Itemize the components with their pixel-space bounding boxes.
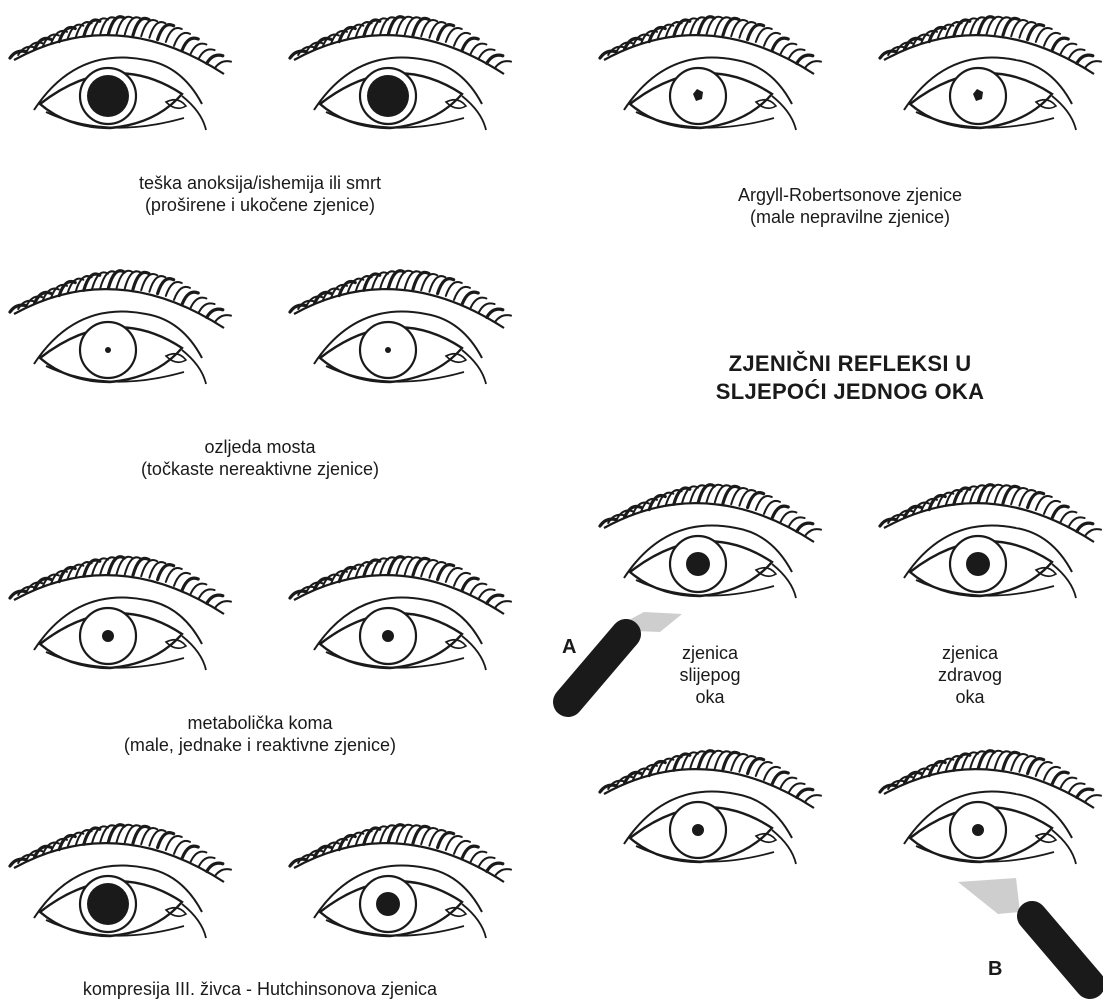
- right-eye: [286, 816, 511, 951]
- reflex-title: ZJENIČNI REFLEKSI U SLJEPOĆI JEDNOG OKA: [590, 350, 1103, 406]
- right-eye: [286, 262, 511, 397]
- eyebrow-icon: [600, 17, 821, 74]
- eyebrow-icon: [10, 825, 231, 882]
- pupil: [87, 75, 129, 117]
- eyebrow-icon: [290, 271, 511, 328]
- caption-line2: (male, jednake i reaktivne zjenice): [0, 734, 520, 756]
- title-line1: ZJENIČNI REFLEKSI U: [590, 350, 1103, 378]
- eyebrow-icon: [880, 751, 1101, 808]
- eyebrow-icon: [600, 751, 821, 808]
- pupil: [87, 883, 129, 925]
- pupil: [367, 75, 409, 117]
- left-eye: [6, 816, 231, 951]
- left-eye: [596, 8, 821, 143]
- blind-eye: [596, 742, 821, 877]
- caption-hutchinson: kompresija III. živca - Hutchinsonova zj…: [0, 978, 520, 1000]
- caption-argyll: Argyll-Robertsonove zjenice (male neprav…: [590, 184, 1103, 228]
- caption-line1: zjenica: [910, 642, 1030, 664]
- pupil: [972, 824, 984, 836]
- left-eye: [6, 8, 231, 143]
- caption-line1: teška anoksija/ishemija ili smrt: [0, 172, 520, 194]
- eyebrow-icon: [290, 557, 511, 614]
- left-eye: [6, 548, 231, 683]
- eyebrow-icon: [290, 825, 511, 882]
- eyebrow-icon: [600, 485, 821, 542]
- eyebrow-icon: [10, 557, 231, 614]
- eyebrow-icon: [10, 17, 231, 74]
- caption-line2: (proširene i ukočene zjenice): [0, 194, 520, 216]
- caption-pons: ozljeda mosta (točkaste nereaktivne zjen…: [0, 436, 520, 480]
- caption-line2: zdravog: [910, 664, 1030, 686]
- flashlight-b-icon: [950, 876, 1103, 1005]
- eyebrow-icon: [10, 271, 231, 328]
- caption-line3: oka: [910, 686, 1030, 708]
- pupil: [102, 630, 114, 642]
- caption-line1: kompresija III. živca - Hutchinsonova zj…: [0, 978, 520, 1000]
- label-b: B: [988, 958, 1002, 981]
- caption-line1: Argyll-Robertsonove zjenice: [590, 184, 1103, 206]
- blind-eye: [596, 476, 821, 611]
- pupil: [382, 630, 394, 642]
- pupil: [966, 552, 990, 576]
- pupil: [105, 347, 111, 353]
- caption-line2: (točkaste nereaktivne zjenice): [0, 458, 520, 480]
- healthy-eye: [876, 742, 1101, 877]
- eyebrow-icon: [290, 17, 511, 74]
- caption-line1: zjenica: [650, 642, 770, 664]
- eyebrow-icon: [880, 485, 1101, 542]
- caption-line1: metabolička koma: [0, 712, 520, 734]
- right-eye: [876, 8, 1101, 143]
- caption-blind-eye: zjenica slijepog oka: [650, 642, 770, 708]
- pupil: [692, 824, 704, 836]
- caption-anoxia: teška anoksija/ishemija ili smrt (prošir…: [0, 172, 520, 216]
- pupil: [385, 347, 391, 353]
- caption-line2: (male nepravilne zjenice): [590, 206, 1103, 228]
- caption-line1: ozljeda mosta: [0, 436, 520, 458]
- right-eye: [286, 8, 511, 143]
- pupil: [686, 552, 710, 576]
- eyebrow-icon: [880, 17, 1101, 74]
- caption-healthy-eye: zjenica zdravog oka: [910, 642, 1030, 708]
- caption-metabolic: metabolička koma (male, jednake i reakti…: [0, 712, 520, 756]
- caption-line2: slijepog: [650, 664, 770, 686]
- healthy-eye: [876, 476, 1101, 611]
- right-eye: [286, 548, 511, 683]
- label-a: A: [562, 636, 576, 659]
- pupil: [376, 892, 400, 916]
- title-line2: SLJEPOĆI JEDNOG OKA: [590, 378, 1103, 406]
- caption-line3: oka: [650, 686, 770, 708]
- left-eye: [6, 262, 231, 397]
